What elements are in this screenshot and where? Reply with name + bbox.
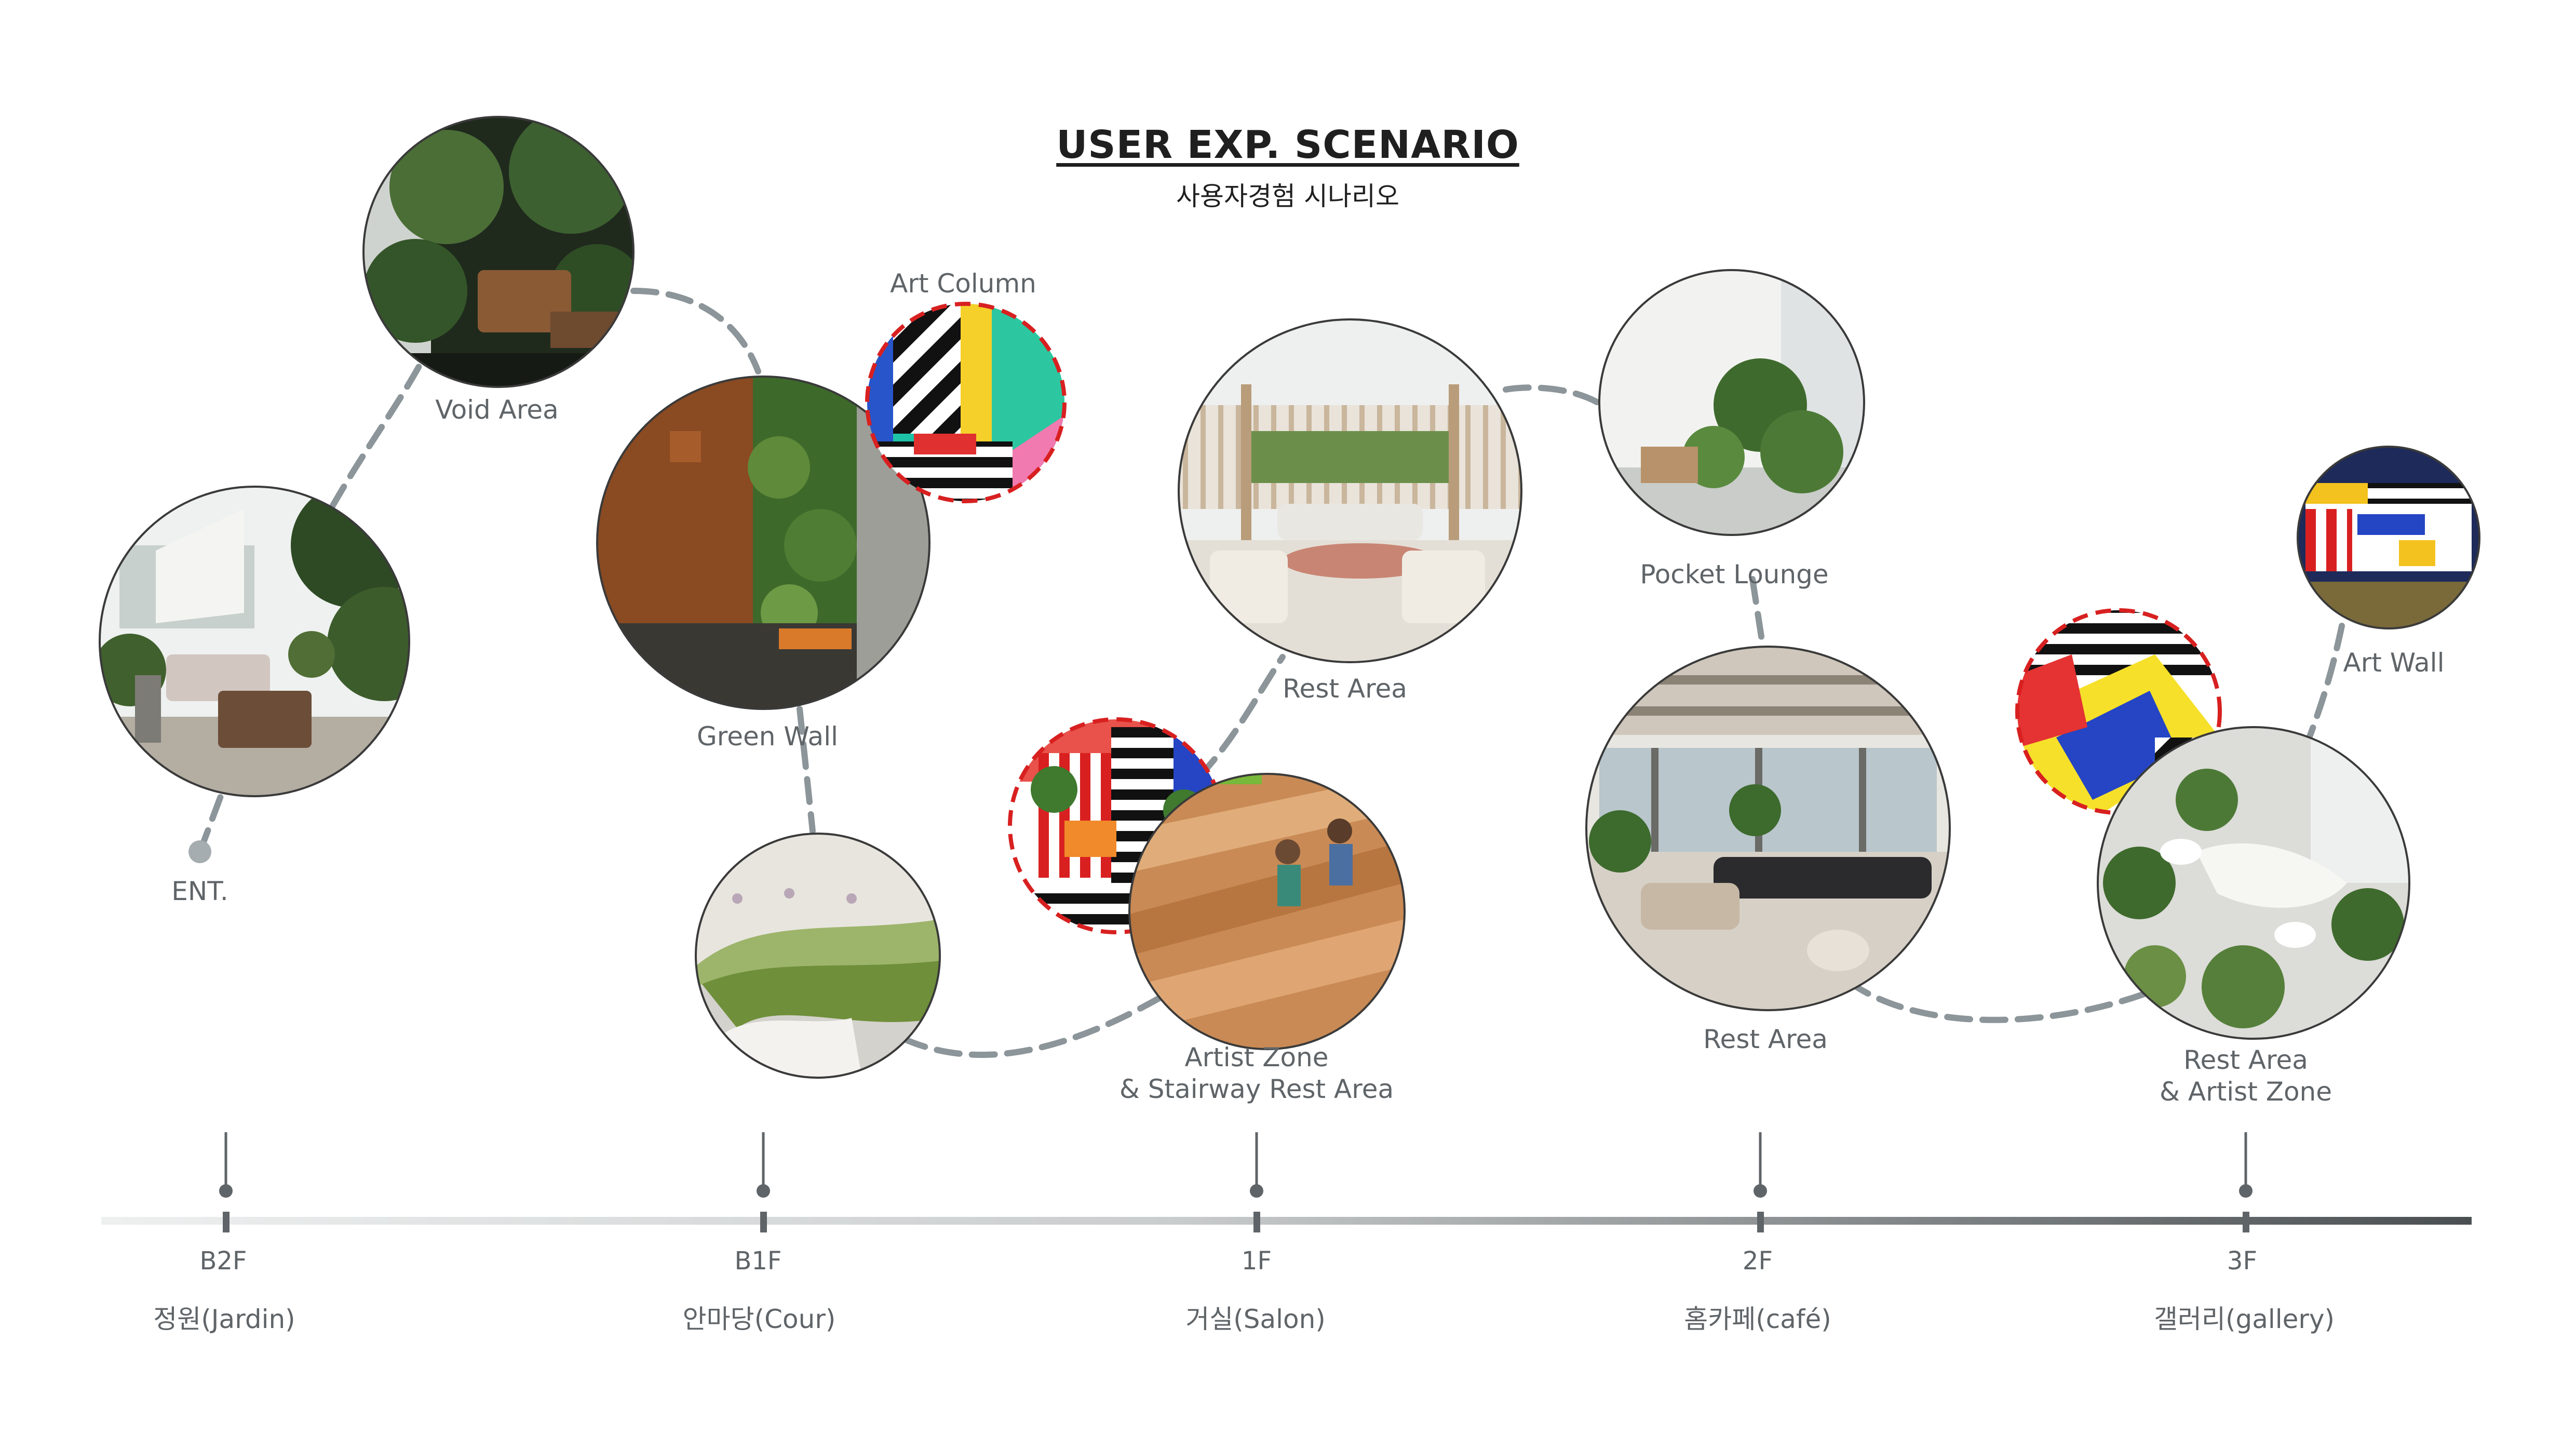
photo-green-wall [596, 376, 930, 710]
diagram-subtitle: 사용자경험 시나리오 [1176, 181, 1399, 211]
label-void-area: Void Area [435, 395, 559, 425]
label-pocket-lounge: Pocket Lounge [1640, 559, 1829, 589]
floor-name-b1f: 안마당(Cour) [682, 1304, 836, 1334]
label-entrance: ENT. [171, 876, 228, 906]
label-rest-artist-line2: & Artist Zone [2160, 1077, 2332, 1107]
label-rest-area-2f: Rest Area [1703, 1024, 1828, 1054]
floor-code-3f: 3F [2227, 1246, 2258, 1276]
scenario-path [197, 288, 2345, 1058]
photo-art-wall [2297, 446, 2480, 629]
photo-rest-area-2f [1585, 646, 1951, 1011]
floor-code-1f: 1F [1241, 1246, 1272, 1276]
label-rest-area-1f: Rest Area [1283, 674, 1407, 704]
label-artist-zone-line1: Artist Zone [1184, 1042, 1329, 1072]
floor-name-b2f: 정원(Jardin) [153, 1304, 295, 1334]
entrance-dot [188, 840, 211, 863]
floor-code-b2f: B2F [199, 1246, 247, 1276]
label-rest-artist-line1: Rest Area [2183, 1045, 2308, 1075]
photo-garden-entrance [99, 486, 410, 797]
label-artist-zone-line2: & Stairway Rest Area [1119, 1074, 1394, 1104]
floor-name-2f: 홈카페(café) [1684, 1304, 1831, 1334]
floor-name-3f: 갤러리(gallery) [2153, 1304, 2335, 1334]
floor-code-2f: 2F [1742, 1246, 1773, 1276]
diagram-title: USER EXP. SCENARIO [1056, 123, 1519, 167]
floor-code-b1f: B1F [734, 1246, 782, 1276]
floor-name-1f: 거실(Salon) [1185, 1304, 1326, 1334]
photo-rest-area-artist-zone [2097, 726, 2410, 1040]
label-art-wall: Art Wall [2343, 648, 2445, 678]
photo-void-area [362, 116, 635, 388]
photo-rest-area-1f [1178, 318, 1522, 663]
floor-timeline [101, 1132, 2472, 1232]
photo-stairway-rest-area [1128, 773, 1406, 1050]
label-green-wall: Green Wall [697, 721, 838, 752]
photo-pocket-lounge [1598, 269, 1865, 536]
photo-art-column [865, 302, 1067, 503]
label-art-column: Art Column [890, 269, 1036, 299]
photo-courtyard-garden [695, 833, 941, 1079]
